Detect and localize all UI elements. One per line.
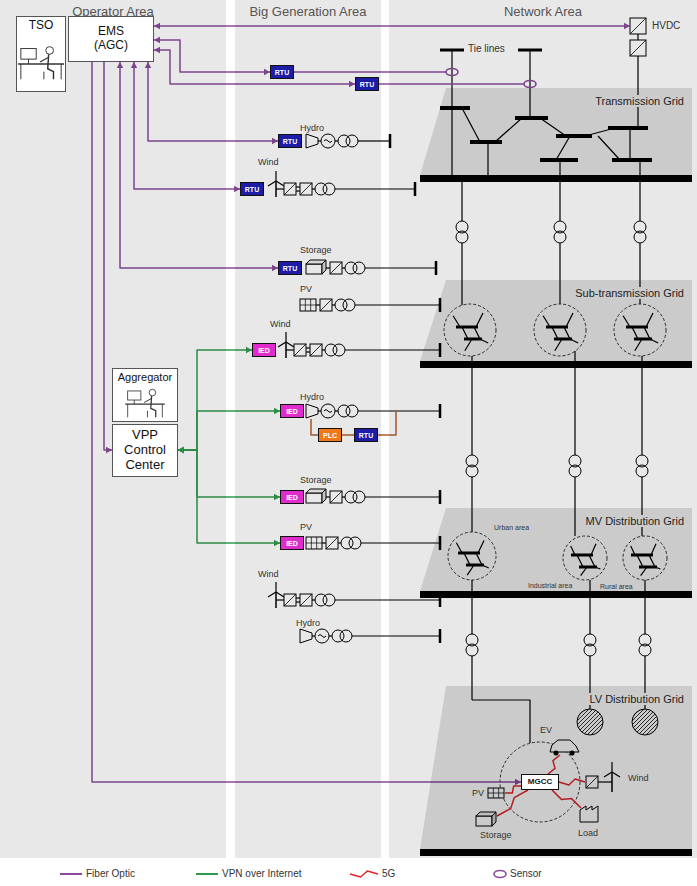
operator-figure: [144, 398, 151, 402]
area-title: Network Area: [389, 4, 697, 19]
grid-name: Sub-transmission Grid: [573, 287, 686, 299]
legend-text: Fiber Optic: [86, 868, 135, 879]
operator-figure: [128, 391, 141, 400]
tag-label: RTU: [283, 265, 297, 272]
part-label: Urban area: [494, 524, 529, 532]
part-label: Wind: [258, 570, 279, 580]
device-tag: IED: [252, 343, 276, 357]
device-tag: RTU: [278, 261, 302, 275]
device-tag: RTU: [240, 182, 264, 196]
part-label: Industrial area: [528, 582, 572, 590]
device-tag: RTU: [270, 65, 294, 79]
grid-plane-shape: [420, 686, 692, 856]
part-label: HVDC: [652, 20, 680, 31]
operator-figure: [21, 49, 36, 60]
grid-name: LV Distribution Grid: [587, 693, 686, 705]
tag-label: IED: [286, 540, 298, 547]
device-tag: IED: [280, 536, 304, 550]
operator-figure: [113, 386, 177, 419]
part-label: Storage: [300, 246, 332, 256]
operator-figure: [149, 389, 156, 396]
part-label: EV: [540, 726, 552, 736]
area-band: Operator AreaTSOEMS (AGC)AggregatorVPP C…: [0, 0, 226, 858]
device-tag: IED: [280, 404, 304, 418]
operator-figure: [28, 59, 29, 64]
operator-figure: [125, 404, 165, 405]
controller-box: MGCC: [521, 774, 559, 790]
part-label: PV: [472, 789, 484, 799]
part-label: PV: [300, 285, 312, 295]
part-label: Load: [578, 829, 598, 839]
grid-plane-shape: [420, 686, 692, 849]
tag-label: RTU: [359, 432, 373, 439]
operator-figure: [40, 57, 49, 62]
grid-plane: Sub-transmission Grid: [420, 280, 692, 368]
part-label: Wind: [270, 320, 291, 330]
grid-name: MV Distribution Grid: [584, 515, 686, 527]
operator-figure: [127, 404, 128, 417]
tag-label: IED: [286, 408, 298, 415]
legend-sample: [196, 873, 218, 875]
part-label: Rural area: [600, 583, 633, 591]
control-box: EMS (AGC): [68, 16, 154, 62]
legend-text: VPN over Internet: [222, 868, 301, 879]
box-label: TSO: [29, 19, 54, 33]
device-tag: RTU: [278, 134, 302, 148]
area-title: Big Generation Area: [235, 4, 381, 19]
operator-figure: [17, 35, 65, 89]
operator-figure: [43, 72, 44, 80]
tag-label: PLC: [323, 432, 337, 439]
bus-bar: [420, 361, 692, 368]
device-tag: RTU: [354, 428, 378, 442]
legend-sample: [494, 871, 506, 878]
grid-plane-shape: [420, 508, 692, 591]
part-label: Wind: [258, 158, 279, 168]
legend-text: Sensor: [510, 868, 542, 879]
part-label: Hydro: [300, 124, 324, 134]
part-label: Tie lines: [468, 43, 505, 54]
bus-bar: [420, 849, 692, 856]
tag-label: RTU: [283, 138, 297, 145]
operator-figure: [46, 47, 54, 55]
device-tag: RTU: [355, 77, 379, 91]
box-label: EMS (AGC): [88, 25, 134, 53]
operator-figure: [20, 64, 21, 79]
bus-bar: [420, 591, 692, 598]
tag-label: RTU: [275, 69, 289, 76]
grid-plane-shape: [420, 88, 692, 175]
box-label: Aggregator: [118, 371, 172, 384]
device-tag: IED: [280, 490, 304, 504]
legend-sample: [60, 873, 82, 875]
part-label: Storage: [480, 831, 512, 841]
grid-plane: Transmission Grid: [420, 88, 692, 182]
tag-label: RTU: [360, 81, 374, 88]
legend-text: 5G: [382, 868, 395, 879]
operator-figure: [162, 404, 163, 417]
part-label: PV: [300, 523, 312, 533]
tag-label: RTU: [245, 186, 259, 193]
grid-plane: LV Distribution GridMGCC: [420, 686, 692, 856]
control-box: VPP Control Center: [112, 424, 178, 477]
grid-plane-shape: [420, 280, 692, 361]
operator-figure: [18, 63, 64, 64]
wireless-link: [350, 871, 378, 877]
device-tag: PLC: [318, 428, 342, 442]
grid-name: Transmission Grid: [593, 95, 686, 107]
part-label: Storage: [300, 476, 332, 486]
operator-figure: [147, 411, 148, 418]
box-label: VPP Control Center: [116, 428, 174, 473]
bus-bar: [420, 175, 692, 182]
part-label: Wind: [628, 774, 649, 784]
control-box: TSO: [16, 16, 66, 92]
operator-figure: [151, 396, 156, 417]
part-label: Hydro: [300, 393, 324, 403]
control-box: Aggregator: [112, 368, 178, 422]
tag-label: IED: [286, 494, 298, 501]
tag-label: IED: [258, 347, 270, 354]
part-label: Hydro: [296, 619, 320, 629]
operator-figure: [48, 54, 54, 79]
operator-figure: [61, 64, 62, 79]
controller-label: MGCC: [528, 778, 552, 786]
